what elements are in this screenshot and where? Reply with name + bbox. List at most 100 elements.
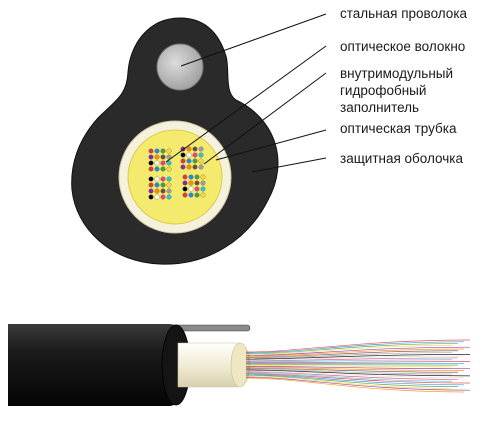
fiber-dot <box>148 182 154 188</box>
label-filler-line1: внутримодульный <box>340 66 453 81</box>
fiber-strand <box>245 345 453 356</box>
fiber-dot <box>154 148 160 154</box>
fiber-dot <box>182 180 188 186</box>
fiber-dot <box>194 174 200 180</box>
fiber-dot <box>194 180 200 186</box>
fiber-dot <box>160 188 166 194</box>
fiber-dot <box>200 180 206 186</box>
leader-steel-wire <box>180 13 327 67</box>
fiber-dot <box>160 176 166 182</box>
fiber-strand <box>245 374 465 386</box>
fiber-dot <box>188 180 194 186</box>
fiber-dot <box>186 164 192 170</box>
fiber-dot <box>154 182 160 188</box>
labels: стальная проволока оптическое волокно вн… <box>340 6 468 166</box>
fiber-strand <box>245 357 459 362</box>
fiber-dot <box>188 186 194 192</box>
fiber-strand <box>245 368 453 375</box>
fiber-dot <box>148 160 154 166</box>
steel-wire-shape <box>156 43 204 91</box>
fiber-dot <box>154 176 160 182</box>
fiber-dot <box>180 158 186 164</box>
fiber-strand <box>245 376 471 391</box>
leader-optical-fiber <box>165 45 327 163</box>
label-protective-sheath: защитная оболочка <box>340 151 463 166</box>
fiber-dot <box>186 158 192 164</box>
fiber-dot <box>194 186 200 192</box>
fiber-dot <box>166 194 172 200</box>
fiber-dot <box>166 176 172 182</box>
fiber-dot <box>192 158 198 164</box>
fiber-dot <box>186 152 192 158</box>
fiber-dot <box>182 192 188 198</box>
fiber-dot <box>198 164 204 170</box>
label-filler-line2: гидрофобный <box>340 83 426 98</box>
fiber-strand <box>245 373 471 384</box>
fiber-strand <box>245 353 471 360</box>
label-optical-fiber: оптическое волокно <box>340 39 465 54</box>
side-sheath <box>8 324 190 406</box>
fiber-strand <box>245 352 453 359</box>
fiber-dot <box>166 160 172 166</box>
fiber-dot <box>166 148 172 154</box>
fiber-dot <box>166 166 172 172</box>
fiber-dot <box>154 154 160 160</box>
fiber-dot <box>148 188 154 194</box>
leader-optical-tube <box>215 129 327 161</box>
fiber-dot <box>166 182 172 188</box>
fiber-strand <box>245 367 459 373</box>
optical-fibers <box>148 146 206 200</box>
fiber-dot <box>198 146 204 152</box>
fiber-dot <box>148 154 154 160</box>
fiber-strand <box>245 372 453 382</box>
fiber-strand <box>245 341 465 354</box>
fiber-strand <box>245 374 459 387</box>
fiber-strand <box>245 343 459 355</box>
leader-lines <box>165 13 327 173</box>
fiber-dot <box>154 160 160 166</box>
fiber-dot <box>148 148 154 154</box>
fiber-dot <box>166 188 172 194</box>
fiber-dot <box>160 166 166 172</box>
fiber-strand <box>245 365 453 368</box>
fiber-dot <box>192 152 198 158</box>
fiber-strand <box>245 371 459 380</box>
label-filler-line3: заполнитель <box>340 100 419 115</box>
fiber-dot <box>148 166 154 172</box>
fiber-strand <box>245 346 471 356</box>
fiber-dot <box>180 164 186 170</box>
fiber-dot <box>200 174 206 180</box>
fiber-dot <box>198 152 204 158</box>
fiber-strand <box>245 370 465 379</box>
fiber-strand <box>245 377 465 393</box>
fiber-dot <box>180 152 186 158</box>
fiber-dot <box>192 164 198 170</box>
fiber-dot <box>160 182 166 188</box>
cable-cross-section <box>71 17 279 265</box>
fiber-dot <box>198 158 204 164</box>
fiber-strand <box>245 339 471 353</box>
fiber-dot <box>200 186 206 192</box>
hydrophobic-filler-shape <box>127 129 223 225</box>
fiber-dot <box>154 194 160 200</box>
leader-sheath <box>251 157 327 173</box>
fiber-strand <box>245 350 459 358</box>
fiber-dot <box>148 194 154 200</box>
label-steel-wire: стальная проволока <box>340 6 468 21</box>
label-optical-tube: оптическая трубка <box>340 121 457 136</box>
fiber-dot <box>154 166 160 172</box>
fiber-dot <box>188 192 194 198</box>
fiber-dot <box>182 174 188 180</box>
fiber-strand <box>245 361 471 364</box>
fiber-dot <box>160 194 166 200</box>
fiber-strand <box>245 359 453 363</box>
fiber-dot <box>194 192 200 198</box>
fiber-strand <box>245 369 471 377</box>
fiber-dot <box>182 186 188 192</box>
cable-side-view <box>8 324 471 406</box>
fiber-dot <box>160 148 166 154</box>
fiber-dot <box>188 174 194 180</box>
fiber-dot <box>160 154 166 160</box>
fiber-strand <box>245 375 453 389</box>
